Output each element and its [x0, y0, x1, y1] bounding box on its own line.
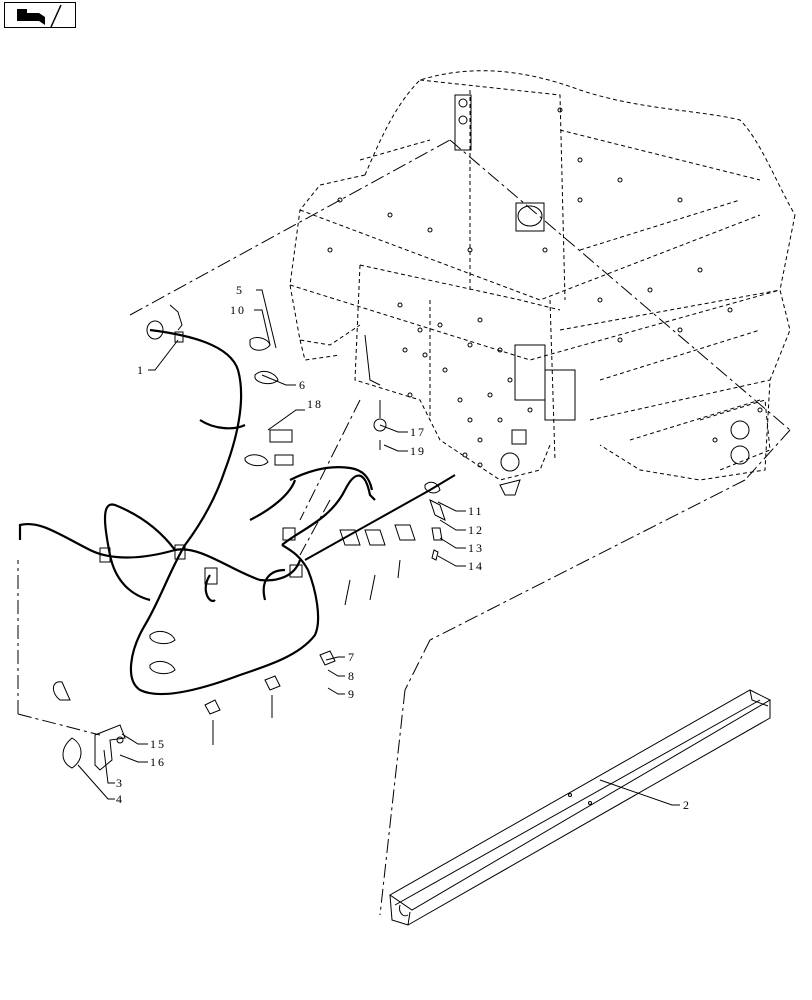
channel-member	[389, 689, 772, 926]
callout-18: 18	[307, 397, 323, 411]
back-arrow-icon	[17, 4, 62, 28]
callout-8: 8	[348, 669, 356, 683]
frame-details	[327, 94, 763, 496]
callout-labels: 1 2 3 4 5 6 7 8 9 10 11 12 13 14 15 16 1…	[116, 283, 691, 812]
callout-7: 7	[348, 650, 356, 664]
callout-11: 11	[468, 504, 484, 518]
callout-2: 2	[683, 798, 691, 812]
callout-9: 9	[348, 687, 356, 701]
callout-3: 3	[116, 776, 124, 790]
callout-6: 6	[299, 378, 307, 392]
callout-14: 14	[468, 559, 484, 573]
callout-16: 16	[150, 755, 166, 769]
previous-page-button[interactable]	[4, 2, 76, 28]
phantom-boundaries	[17, 139, 791, 916]
callout-1: 1	[137, 363, 145, 377]
pipe-cable	[304, 474, 456, 561]
harness-connectors	[53, 304, 416, 771]
machine-frame	[289, 70, 796, 481]
callout-10: 10	[230, 303, 246, 317]
callout-12: 12	[468, 523, 484, 537]
callout-4: 4	[116, 792, 124, 806]
callout-19: 19	[410, 444, 426, 458]
callout-15: 15	[150, 737, 166, 751]
wiring-harness	[18, 328, 376, 696]
callout-5: 5	[236, 283, 244, 297]
callout-17: 17	[410, 425, 426, 439]
callout-13: 13	[468, 541, 484, 555]
leader-lines	[77, 289, 680, 806]
